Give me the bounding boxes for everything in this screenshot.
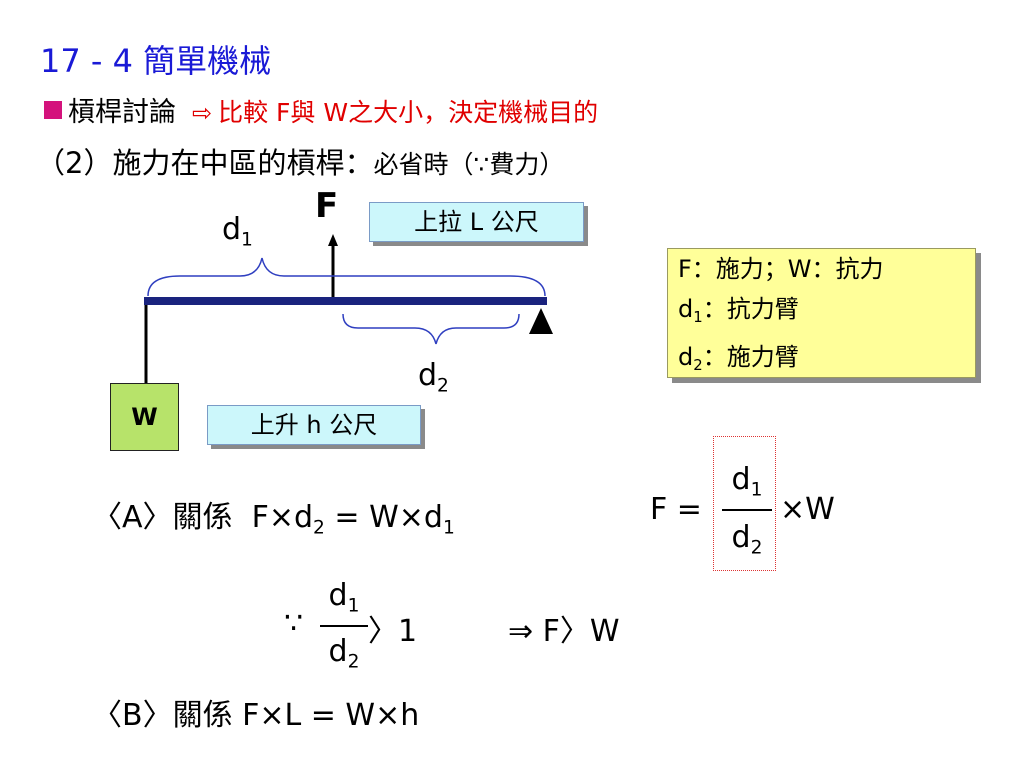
force-arrow-head-icon [328,234,338,246]
legend-line-1: F：施力；W：抗力 [678,255,884,283]
legend-line-3: d2：施力臂 [678,343,799,375]
d2-label: d2 [418,358,449,397]
subtitle-small: 必省時（∵費力） [373,150,565,179]
legend-box: F：施力；W：抗力 d1：抗力臂 d2：施力臂 [667,248,976,378]
legend-line-2: d1：抗力臂 [678,295,799,327]
lever-beam [144,297,547,305]
fraction-lhs: F = [650,492,702,527]
bullet-line: 槓桿討論 ⇨比較 F與 W之大小，決定機械目的 [44,90,598,129]
subtitle-main: （2）施力在中區的槓桿： [36,146,374,180]
because-numerator: d1 [328,578,360,617]
fraction-bar [722,509,772,511]
brace-d2 [342,313,520,345]
fraction-denominator: d2 [731,520,763,559]
because-fraction-bar [320,625,368,627]
d1-label: d1 [222,212,253,251]
bullet-square-icon [44,101,62,119]
relation-b: 〈B〉關係 F×L = W×h [92,698,420,733]
fraction-numerator: d1 [731,462,763,501]
because-denominator: d2 [328,634,360,673]
fulcrum-triangle-icon [529,308,553,334]
hollow-right-arrow-icon: ⇨ [192,99,213,127]
bullet-main-text: 槓桿討論 [68,97,176,128]
subtitle: （2）施力在中區的槓桿：必省時（∵費力） [36,140,564,182]
because-symbol: ∵ [284,606,304,641]
fraction-rhs: ×W [780,492,835,527]
weight-block: W [110,383,179,451]
rise-distance-box: 上升 h 公尺 [207,405,421,445]
bullet-red-text: 比較 F與 W之大小，決定機械目的 [218,98,599,127]
implies-statement: ⇒ F〉W [508,614,620,649]
because-rhs: 〉1 [368,614,418,649]
force-label: F [315,186,339,226]
fraction-highlight-box [713,436,776,571]
slide-title: 17 - 4 簡單機械 [40,42,272,80]
relation-a: 〈A〉關係 F×d2 = W×d1 [92,500,455,539]
brace-d1 [147,257,546,297]
pull-distance-box: 上拉 L 公尺 [369,202,584,242]
